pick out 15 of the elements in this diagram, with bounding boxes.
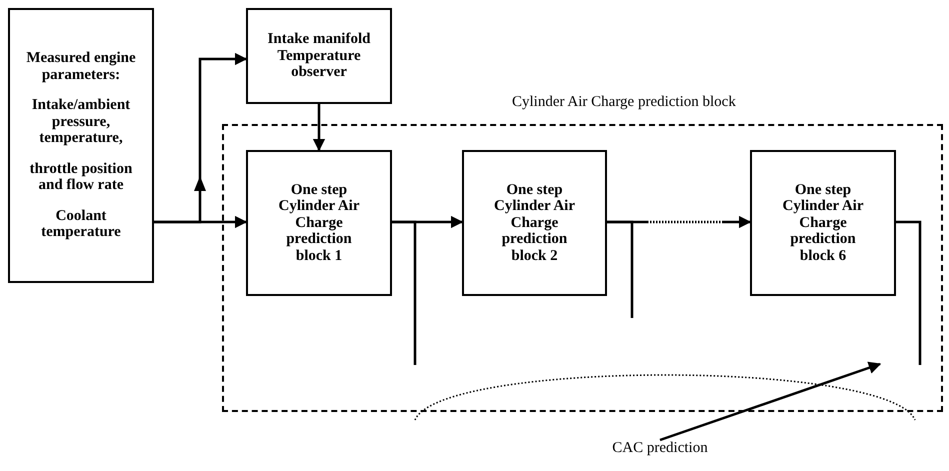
box-label: Intake/ambient pressure, temperature,	[30, 97, 132, 147]
annotation-text: CAC prediction	[611, 440, 709, 456]
box-label: Coolant temperature	[40, 208, 122, 241]
process-box	[246, 8, 392, 104]
box-label: Intake manifold Temperature observer	[266, 31, 372, 81]
group-heading: Cylinder Air Charge prediction block	[512, 94, 736, 110]
box-label: One step Cylinder Air Charge prediction block 6	[782, 182, 864, 264]
box-label: throttle position and flow rate	[28, 160, 134, 194]
process-box	[750, 150, 896, 296]
process-box	[462, 150, 607, 296]
process-box	[246, 150, 392, 296]
process-box	[8, 8, 154, 283]
box-label: One step Cylinder Air Charge prediction block 2	[493, 182, 576, 264]
box-label: One step Cylinder Air Charge prediction block 1	[278, 182, 360, 264]
box-label: Measured engine parameters:	[25, 50, 137, 84]
